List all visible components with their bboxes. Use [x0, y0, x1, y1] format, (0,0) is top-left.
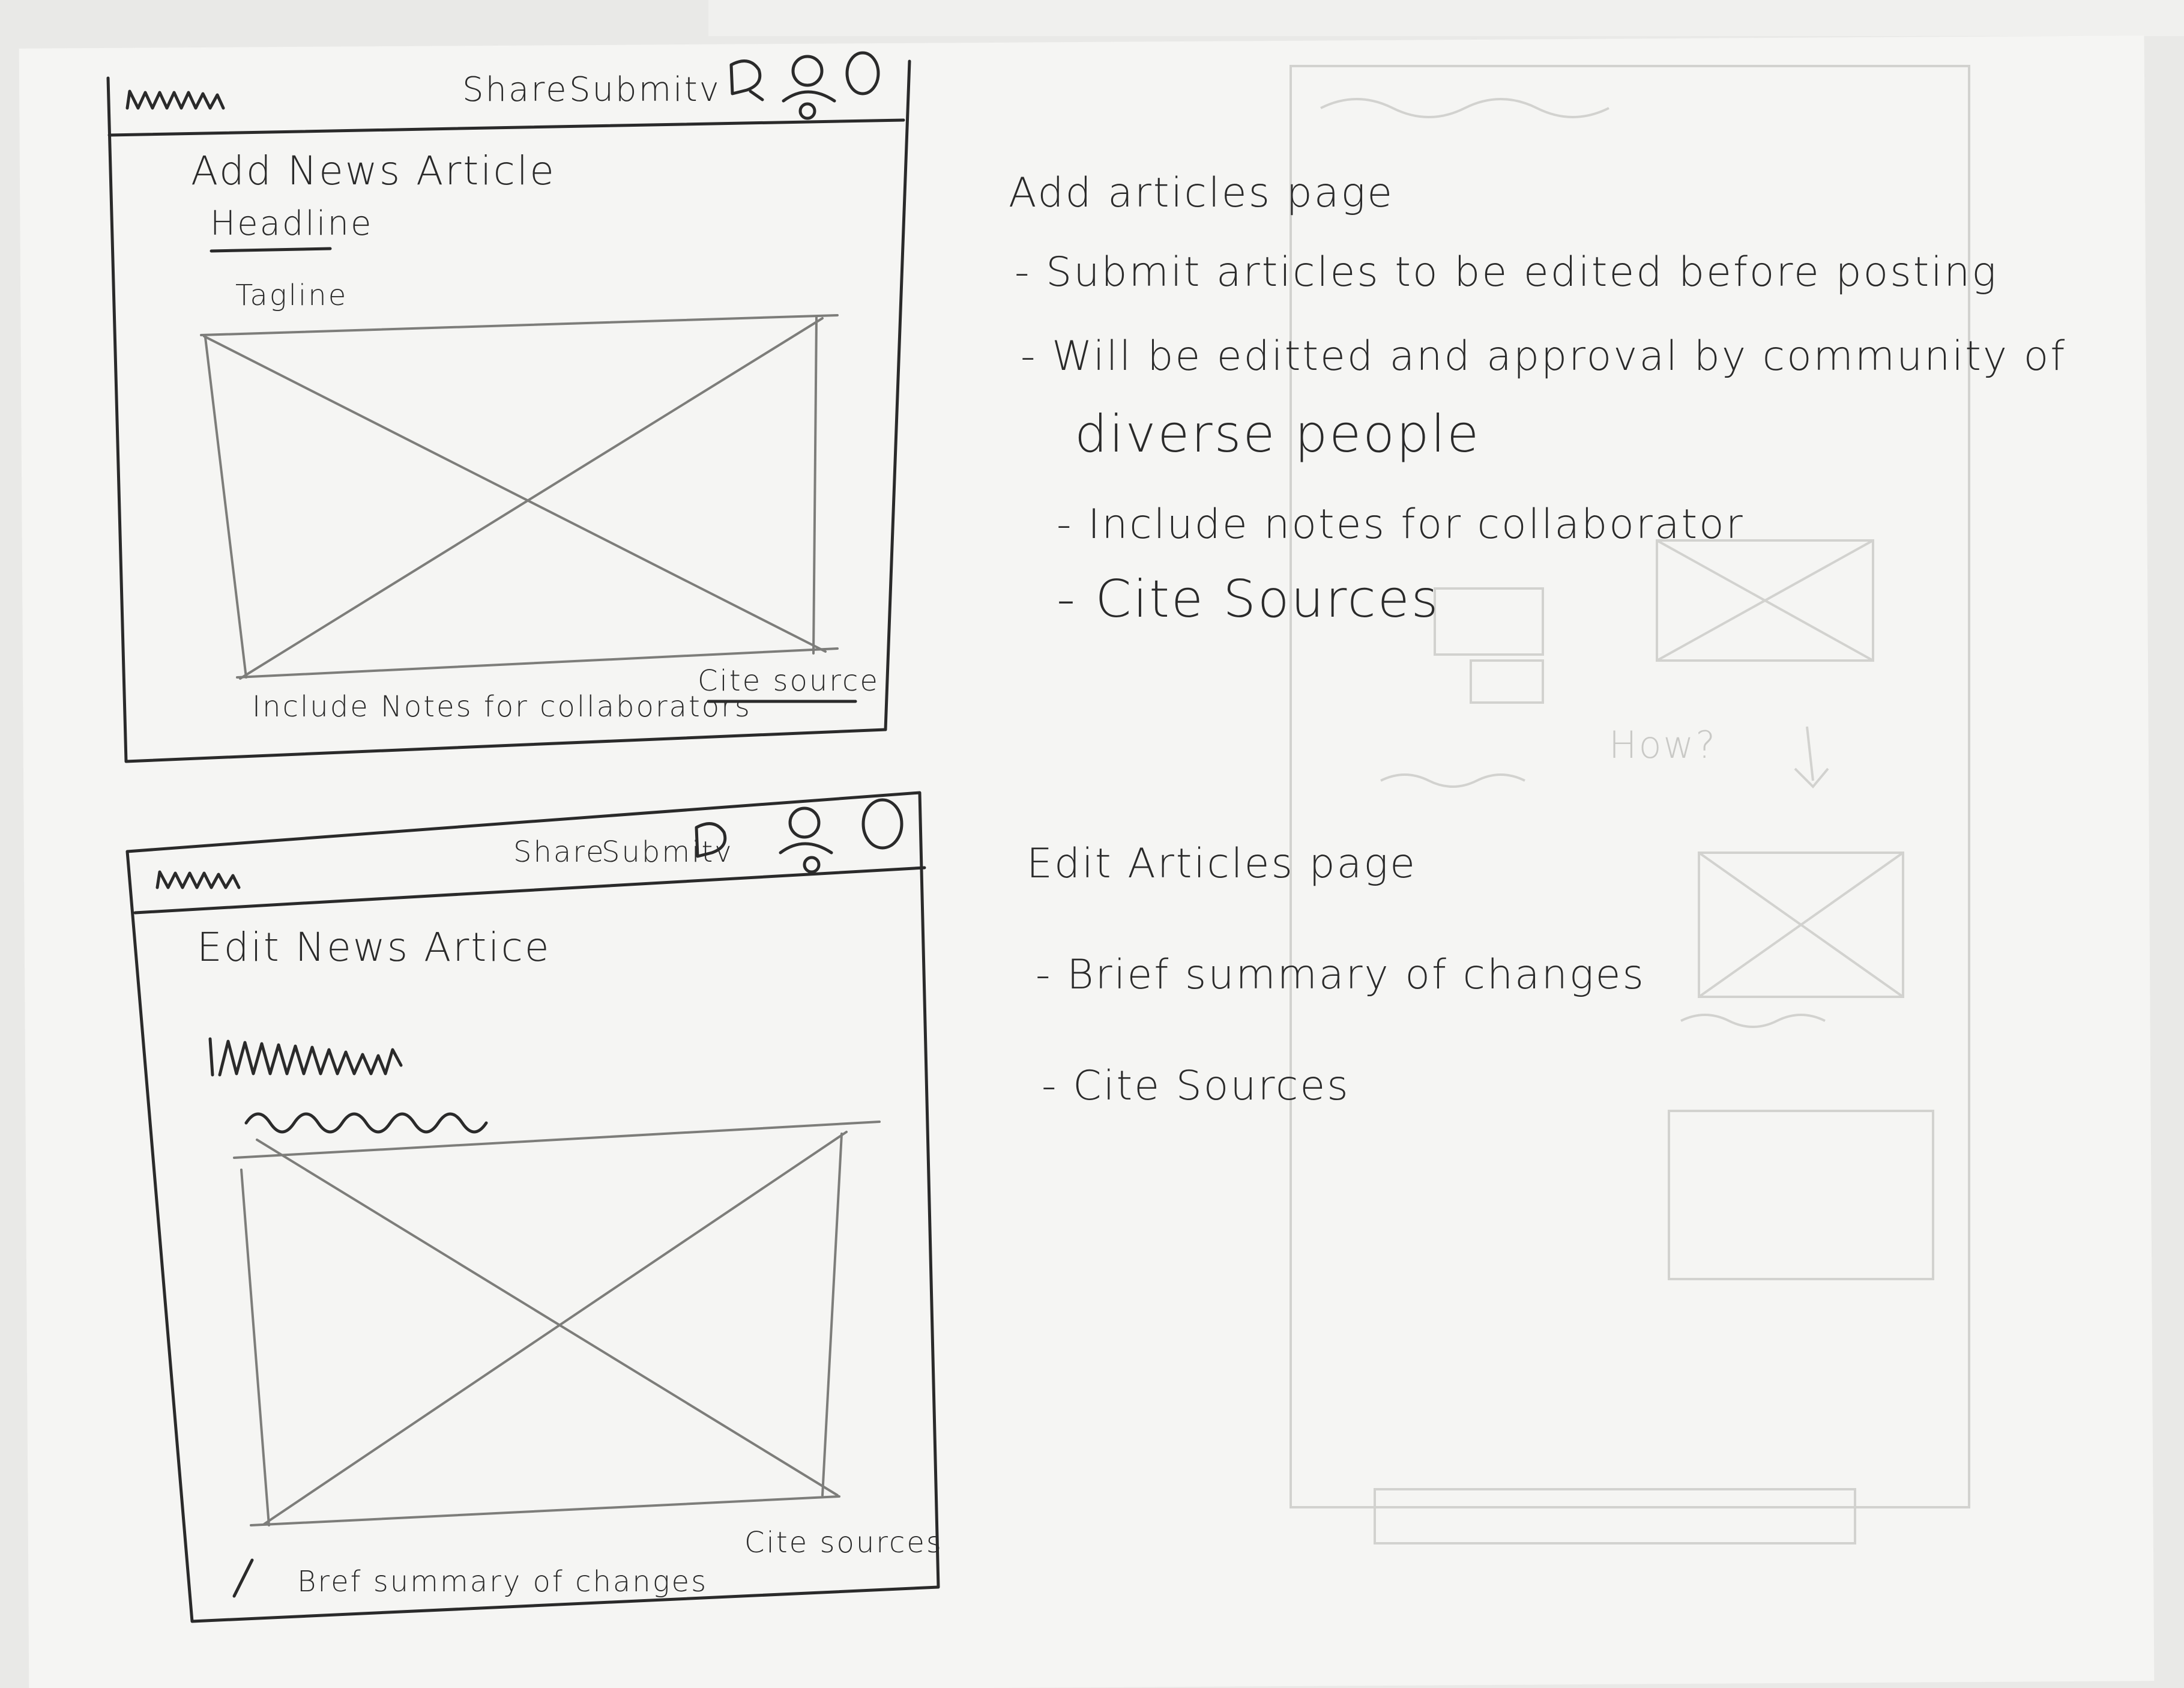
edit-frame-outline	[125, 791, 940, 1623]
edit-image-cross-2	[263, 1131, 848, 1525]
ghost-thumb-1	[1434, 587, 1544, 656]
add-pencil-icon	[729, 59, 762, 95]
headline-underline	[210, 247, 332, 253]
ghost-image-placeholder-3	[1668, 1110, 1934, 1280]
ghost-footer-bar	[1374, 1488, 1856, 1544]
edit-logo-scribble	[155, 870, 241, 889]
add-image-right-edge	[812, 316, 818, 655]
ghost-how-label: How?	[1609, 723, 1718, 767]
edit-cite-sources-link[interactable]: Cite sources	[744, 1526, 943, 1559]
add-tagline-field[interactable]: Tagline	[235, 279, 348, 312]
add-note-line-5: - Cite Sources	[1057, 569, 1440, 629]
add-notes-heading: Add articles page	[1009, 169, 1395, 217]
add-image-bottom-edge	[236, 647, 839, 679]
edit-tagline-scribble	[244, 1112, 488, 1134]
add-note-line-3: diverse people	[1075, 404, 1481, 464]
add-image-top-edge	[200, 314, 839, 336]
edit-summary-link[interactable]: Bref summary of changes	[297, 1565, 708, 1599]
add-logo-scribble	[125, 89, 225, 110]
add-note-line-1: - Submit articles to be edited before po…	[1015, 249, 1998, 296]
add-image-cross-2	[239, 317, 824, 680]
edit-image-top-edge	[233, 1121, 881, 1159]
ghost-wireframe-frame	[1290, 65, 1970, 1508]
edit-image-right-edge	[821, 1133, 843, 1496]
add-nav-divider	[107, 118, 905, 137]
edit-note-line-2: - Cite Sources	[1042, 1062, 1350, 1110]
edit-pencil-icon	[695, 822, 727, 858]
add-profile-icon	[782, 55, 836, 120]
add-note-line-2: - Will be editted and approval by commun…	[1021, 333, 2067, 380]
edit-image-left-edge	[240, 1169, 270, 1526]
edit-profile-icon	[779, 806, 833, 874]
add-cite-source-link[interactable]: Cite source	[698, 664, 879, 698]
ghost-image-placeholder-2	[1698, 852, 1904, 998]
add-image-left-edge	[204, 336, 247, 679]
add-headline-field[interactable]: Headline	[210, 204, 373, 243]
edit-headline-scribble	[208, 1037, 403, 1077]
add-image-cross-1	[203, 335, 827, 653]
ghost-image-placeholder	[1656, 539, 1874, 662]
edit-image-bottom-edge	[250, 1495, 840, 1526]
edit-notes-heading: Edit Articles page	[1027, 840, 1417, 888]
add-notes-link[interactable]: Include Notes for collaborators	[252, 690, 752, 724]
edit-share-link[interactable]: Share	[513, 835, 606, 869]
add-note-line-4: - Include notes for collaborator	[1057, 501, 1745, 548]
add-share-link[interactable]: Share	[462, 70, 569, 109]
ghost-arrow	[1794, 726, 1829, 788]
edit-search-icon	[861, 798, 903, 850]
add-page-title: Add News Article	[191, 148, 556, 194]
edit-submit-link[interactable]: Submitv	[602, 835, 734, 869]
add-frame-outline	[106, 59, 911, 763]
edit-image-cross-1	[256, 1139, 839, 1496]
edit-page-title: Edit News Artice	[197, 924, 551, 970]
edit-note-line-1: - Brief summary of changes	[1036, 951, 1646, 999]
add-submit-link[interactable]: Submitv	[569, 70, 721, 109]
ghost-thumb-2	[1470, 659, 1544, 704]
edit-nav-divider	[133, 866, 926, 915]
add-search-icon	[845, 51, 880, 95]
back-sheet	[708, 0, 2184, 36]
